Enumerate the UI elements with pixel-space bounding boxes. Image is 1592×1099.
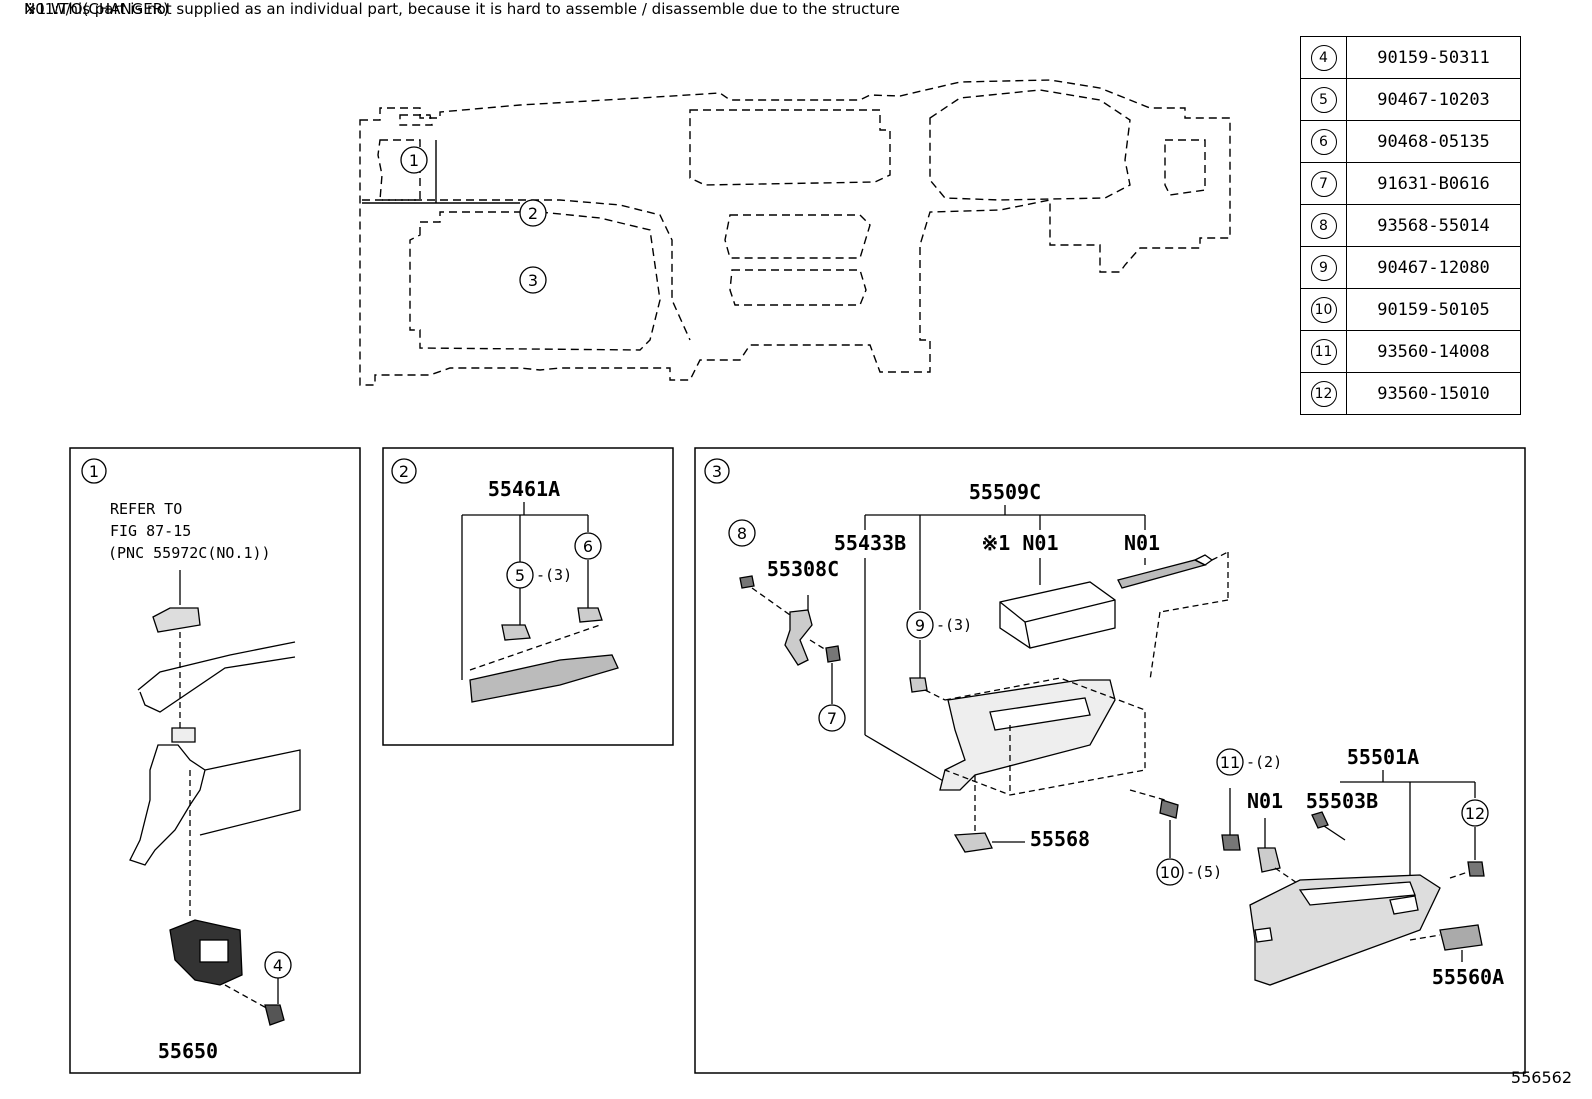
label-55503b: 55503B: [1306, 789, 1378, 813]
svg-text:5: 5: [515, 566, 525, 585]
svg-text:2: 2: [399, 462, 409, 481]
svg-text:1: 1: [89, 462, 99, 481]
panel-1-drawing: [129, 570, 301, 1026]
svg-text:2: 2: [528, 204, 538, 223]
panel-3-callout-7: 7: [818, 704, 846, 732]
note-without-changer: ※1 W/O(CHANGER): [24, 0, 170, 18]
svg-text:-(2): -(2): [1246, 753, 1282, 771]
part-number-cell: 93560-15010: [1346, 372, 1521, 415]
part-number-cell: 91631-B0616: [1346, 162, 1521, 205]
label-55308c: 55308C: [767, 557, 839, 581]
note-n01: N01:This part is not supplied as an indi…: [24, 0, 900, 18]
ref-number-circle: 9: [1310, 254, 1337, 281]
ref-number-circle: 10: [1310, 296, 1337, 323]
ref-number-circle: 8: [1310, 212, 1337, 239]
parts-table-row: 11 93560-14008: [1300, 330, 1521, 373]
parts-table-row: 7 91631-B0616: [1300, 162, 1521, 205]
panel-1-refer-line3: (PNC 55972C(NO.1)): [108, 544, 271, 562]
svg-text:11: 11: [1220, 753, 1240, 772]
part-number-cell: 90467-10203: [1346, 78, 1521, 121]
panel-1-refer-line2: FIG 87-15: [110, 522, 191, 540]
parts-ref-cell: 4: [1300, 36, 1347, 79]
panel-2-index: 2: [391, 458, 417, 484]
part-number-cell: 90468-05135: [1346, 120, 1521, 163]
part-number-cell: 93560-14008: [1346, 330, 1521, 373]
svg-text:-(5): -(5): [1186, 863, 1222, 881]
panel-3-frame: [694, 447, 1526, 1074]
panel-3-callout-10: 10 -(5): [1156, 858, 1222, 886]
parts-table-row: 12 93560-15010: [1300, 372, 1521, 415]
svg-text:-(3): -(3): [536, 566, 572, 584]
panel-1-screw-callout: 4: [264, 951, 292, 979]
svg-text:6: 6: [583, 537, 593, 556]
panel-2-callout-5: 5 -(3): [506, 561, 572, 589]
dashboard-overview: [359, 79, 1231, 386]
panel-3-callout-11: 11 -(2): [1216, 748, 1282, 776]
dashboard-solid-lines: [362, 140, 520, 204]
overview-callout-3: 3: [519, 266, 547, 294]
parts-ref-cell: 11: [1300, 330, 1347, 373]
parts-ref-cell: 12: [1300, 372, 1347, 415]
svg-text:4: 4: [273, 956, 283, 975]
label-55433b: 55433B: [834, 531, 906, 555]
panel-2-frame: [382, 447, 674, 746]
parts-ref-cell: 5: [1300, 78, 1347, 121]
ref-number-circle: 4: [1310, 44, 1337, 71]
panel-3-callout-9: 9 -(3): [906, 611, 972, 639]
parts-table-row: 6 90468-05135: [1300, 120, 1521, 163]
parts-ref-cell: 10: [1300, 288, 1347, 331]
label-55509c: 55509C: [969, 480, 1041, 504]
svg-text:1: 1: [409, 151, 419, 170]
page-number: 556562: [1510, 1068, 1572, 1087]
panel-2-callout-6: 6: [574, 532, 602, 560]
svg-text:3: 3: [528, 271, 538, 290]
ref-number-circle: 7: [1310, 170, 1337, 197]
panel-1-refer-line1: REFER TO: [110, 500, 182, 518]
svg-text:7: 7: [827, 709, 837, 728]
panel-1-index: 1: [81, 458, 107, 484]
panel-1-frame: [69, 447, 361, 1074]
parts-table-row: 8 93568-55014: [1300, 204, 1521, 247]
svg-text:-(3): -(3): [936, 616, 972, 634]
panel-3-callout-8: 8: [728, 519, 756, 547]
svg-text:8: 8: [737, 524, 747, 543]
overview-callout-2: 2: [519, 199, 547, 227]
part-number-cell: 93568-55014: [1346, 204, 1521, 247]
panel-3-callout-12: 12: [1461, 799, 1489, 827]
parts-ref-cell: 6: [1300, 120, 1347, 163]
label-55560a: 55560A: [1432, 965, 1504, 989]
ref-number-circle: 5: [1310, 86, 1337, 113]
label-55568: 55568: [1030, 827, 1090, 851]
panel-2-part-label: 55461A: [488, 477, 560, 501]
panel-1-part-label: 55650: [158, 1039, 218, 1063]
label-55501a: 55501A: [1347, 745, 1419, 769]
panel-3-drawing: [739, 505, 1485, 986]
svg-text:10: 10: [1160, 863, 1180, 882]
svg-text:9: 9: [915, 616, 925, 635]
ref-number-circle: 6: [1310, 128, 1337, 155]
parts-table-row: 5 90467-10203: [1300, 78, 1521, 121]
ref-number-circle: 12: [1310, 380, 1337, 407]
panel-3-index: 3: [704, 458, 730, 484]
panel-2-drawing: [461, 502, 619, 703]
svg-text:12: 12: [1465, 804, 1485, 823]
overview-callout-1: 1: [400, 146, 428, 174]
ref-number-circle: 11: [1310, 338, 1337, 365]
label-n01-lower: N01: [1247, 789, 1283, 813]
svg-text:3: 3: [712, 462, 722, 481]
label-w-o-n01: ※1 N01: [982, 531, 1059, 555]
parts-ref-cell: 7: [1300, 162, 1347, 205]
label-n01-right: N01: [1124, 531, 1160, 555]
